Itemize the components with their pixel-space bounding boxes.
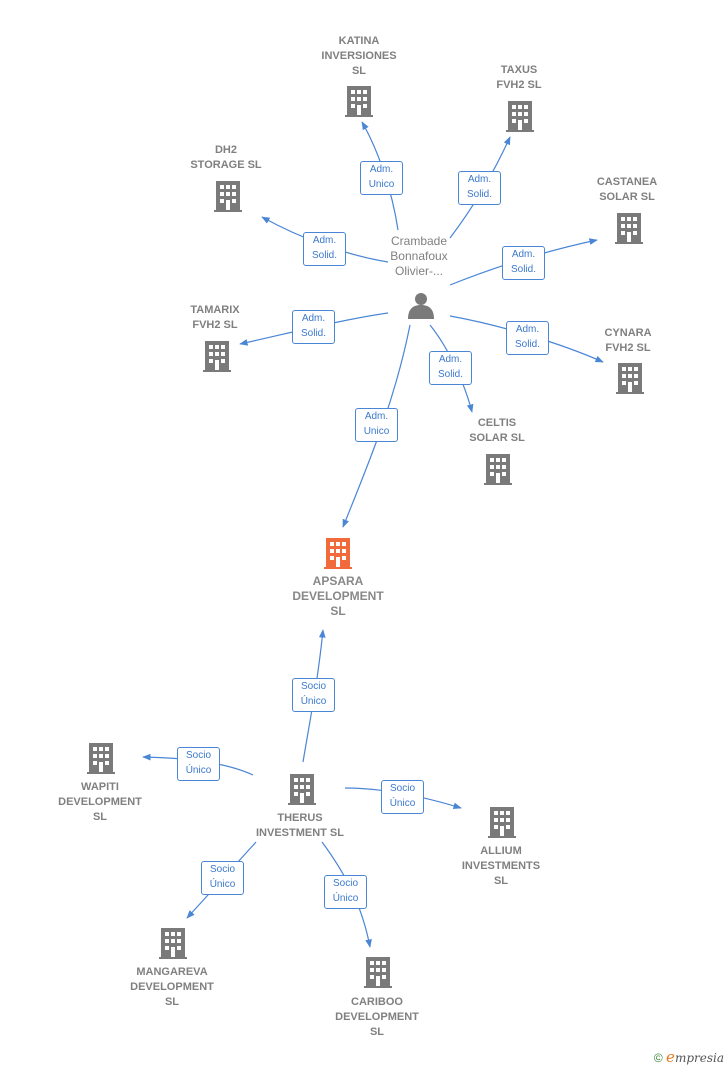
company-label-cynara[interactable]: CYNARA FVH2 SL	[604, 327, 652, 354]
footer-brand: © empresia	[654, 1048, 724, 1066]
edge-label-allium[interactable]: Socio Único	[381, 780, 424, 814]
building-icon-mangareva[interactable]	[159, 928, 187, 959]
edge-label-tamarix[interactable]: Adm. Solid.	[292, 310, 335, 344]
building-icon-cariboo[interactable]	[364, 957, 392, 988]
company-label-allium[interactable]: ALLIUM INVESTMENTS SL	[461, 845, 541, 887]
building-icon-cynara[interactable]	[616, 363, 644, 394]
edge-label-mangareva[interactable]: Socio Único	[201, 861, 244, 895]
company-label-mangareva[interactable]: MANGAREVA DEVELOPMENT SL	[130, 966, 214, 1008]
company-label-tamarix[interactable]: TAMARIX FVH2 SL	[190, 304, 240, 331]
edge-label-cynara[interactable]: Adm. Solid.	[506, 321, 549, 355]
building-icon-apsara[interactable]	[324, 538, 352, 569]
edge-label-castanea[interactable]: Adm. Solid.	[502, 246, 545, 280]
company-label-castanea[interactable]: CASTANEA SOLAR SL	[596, 176, 658, 203]
building-icon-celtis[interactable]	[484, 454, 512, 485]
company-label-taxus[interactable]: TAXUS FVH2 SL	[496, 64, 542, 91]
building-icon-taxus[interactable]	[506, 101, 534, 132]
edge-label-apsara[interactable]: Adm. Unico	[355, 408, 398, 442]
edge-label-katina[interactable]: Adm. Unico	[360, 161, 403, 195]
copyright-icon: ©	[653, 1051, 663, 1065]
company-label-katina[interactable]: KATINA INVERSIONES SL	[321, 35, 397, 77]
company-label-therus[interactable]: THERUS INVESTMENT SL	[255, 812, 344, 839]
edge-label-dh2[interactable]: Adm. Solid.	[303, 232, 346, 266]
edge-label-wapiti[interactable]: Socio Único	[177, 747, 220, 781]
person-name[interactable]: Crambade Bonnafoux Olivier-...	[390, 234, 448, 278]
building-icon-wapiti[interactable]	[87, 743, 115, 774]
company-label-apsara[interactable]: APSARA DEVELOPMENT SL	[292, 574, 384, 618]
edge-label-therus-apsara[interactable]: Socio Único	[292, 678, 335, 712]
building-icon-allium[interactable]	[488, 807, 516, 838]
company-label-dh2[interactable]: DH2 STORAGE SL	[190, 144, 262, 171]
company-label-cariboo[interactable]: CARIBOO DEVELOPMENT SL	[335, 996, 419, 1038]
edge-label-celtis[interactable]: Adm. Solid.	[429, 351, 472, 385]
brand-logo: empresia	[666, 1048, 724, 1066]
building-icon-dh2[interactable]	[214, 181, 242, 212]
edge-label-cariboo[interactable]: Socio Único	[324, 875, 367, 909]
building-icon-tamarix[interactable]	[203, 341, 231, 372]
building-icon-katina[interactable]	[345, 86, 373, 117]
building-icon-castanea[interactable]	[615, 213, 643, 244]
building-icon-therus[interactable]	[288, 774, 316, 805]
company-label-celtis[interactable]: CELTIS SOLAR SL	[469, 417, 525, 444]
company-label-wapiti[interactable]: WAPITI DEVELOPMENT SL	[58, 781, 142, 823]
person-icon[interactable]	[408, 293, 434, 319]
edge-label-taxus[interactable]: Adm. Solid.	[458, 171, 501, 205]
